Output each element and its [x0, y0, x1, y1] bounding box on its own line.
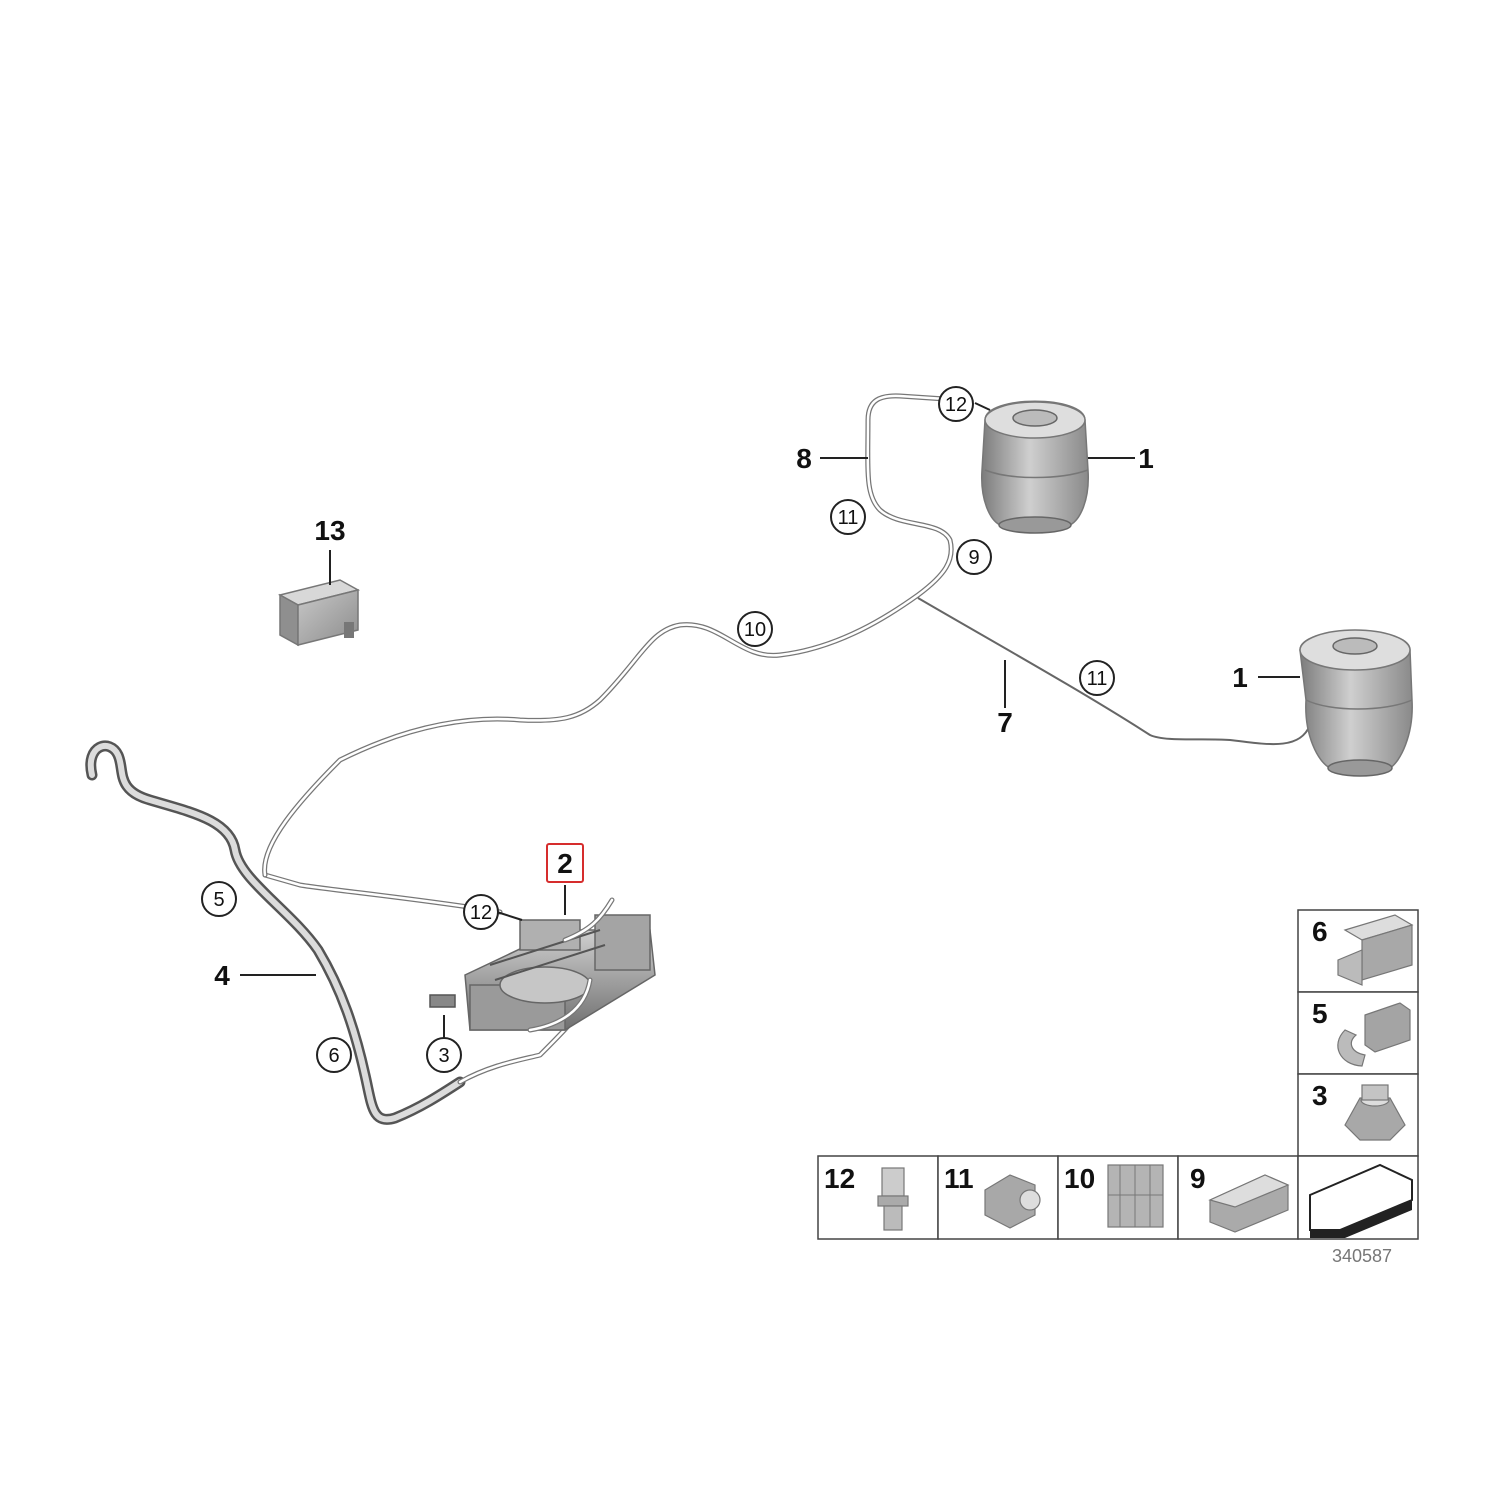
nut-3-icon: [1344, 1084, 1406, 1141]
label-compressor-nut: 3: [438, 1045, 449, 1067]
parts-legend: 6 5 3 12 11 10 9: [817, 909, 1419, 1266]
leader-lines: [240, 402, 1300, 1038]
air-spring-upper: [981, 400, 1089, 534]
label-line-left: 8: [796, 443, 812, 474]
label-holder-10: 10: [744, 619, 766, 641]
clip-6-icon: [1337, 914, 1414, 986]
catalog-number: 340587: [1332, 1246, 1392, 1266]
label-air-spring-lower: 1: [1232, 662, 1248, 693]
label-line-right: 7: [997, 707, 1013, 738]
holder-10-icon: [1107, 1164, 1164, 1228]
callout-labels: 1 1 8 7 13 4 2 12 11 9 10 11 5 12 6 3: [201, 386, 1248, 1073]
highlight-box: [546, 843, 584, 883]
legend-label-9: 9: [1190, 1163, 1206, 1194]
label-clip-11-lower: 11: [1087, 668, 1108, 690]
control-unit: [277, 579, 361, 647]
legend-label-12: 12: [824, 1163, 855, 1194]
valve-12-icon: [877, 1167, 909, 1231]
clip-11-icon: [984, 1174, 1041, 1229]
clip-5-icon: [1337, 1002, 1411, 1067]
label-air-spring-upper: 1: [1138, 443, 1154, 474]
legend-label-6: 6: [1312, 916, 1328, 947]
label-intake-hose: 4: [214, 960, 230, 991]
air-line-right: [917, 597, 1326, 746]
air-line-left: [262, 393, 963, 915]
label-clip-11-upper: 11: [838, 507, 859, 529]
legend-label-11: 11: [944, 1163, 974, 1194]
label-intake-clip-lower: 6: [328, 1045, 339, 1067]
forward-arrow-icon: [1309, 1163, 1413, 1238]
legend-label-5: 5: [1312, 998, 1328, 1029]
intake-hose: [85, 740, 593, 1125]
label-control-unit: 13: [314, 515, 345, 546]
label-valve-12-upper: 12: [945, 394, 967, 416]
legend-label-10: 10: [1064, 1163, 1095, 1194]
air-spring-lower: [1299, 629, 1413, 777]
label-intake-clip-upper: 5: [213, 889, 224, 911]
connector-9-icon: [1208, 1174, 1290, 1233]
label-compressor: 2: [557, 848, 573, 879]
label-connector-9: 9: [968, 547, 979, 569]
label-valve-12-lower: 12: [470, 902, 492, 924]
compressor: [429, 897, 656, 1033]
legend-label-3: 3: [1312, 1080, 1328, 1111]
